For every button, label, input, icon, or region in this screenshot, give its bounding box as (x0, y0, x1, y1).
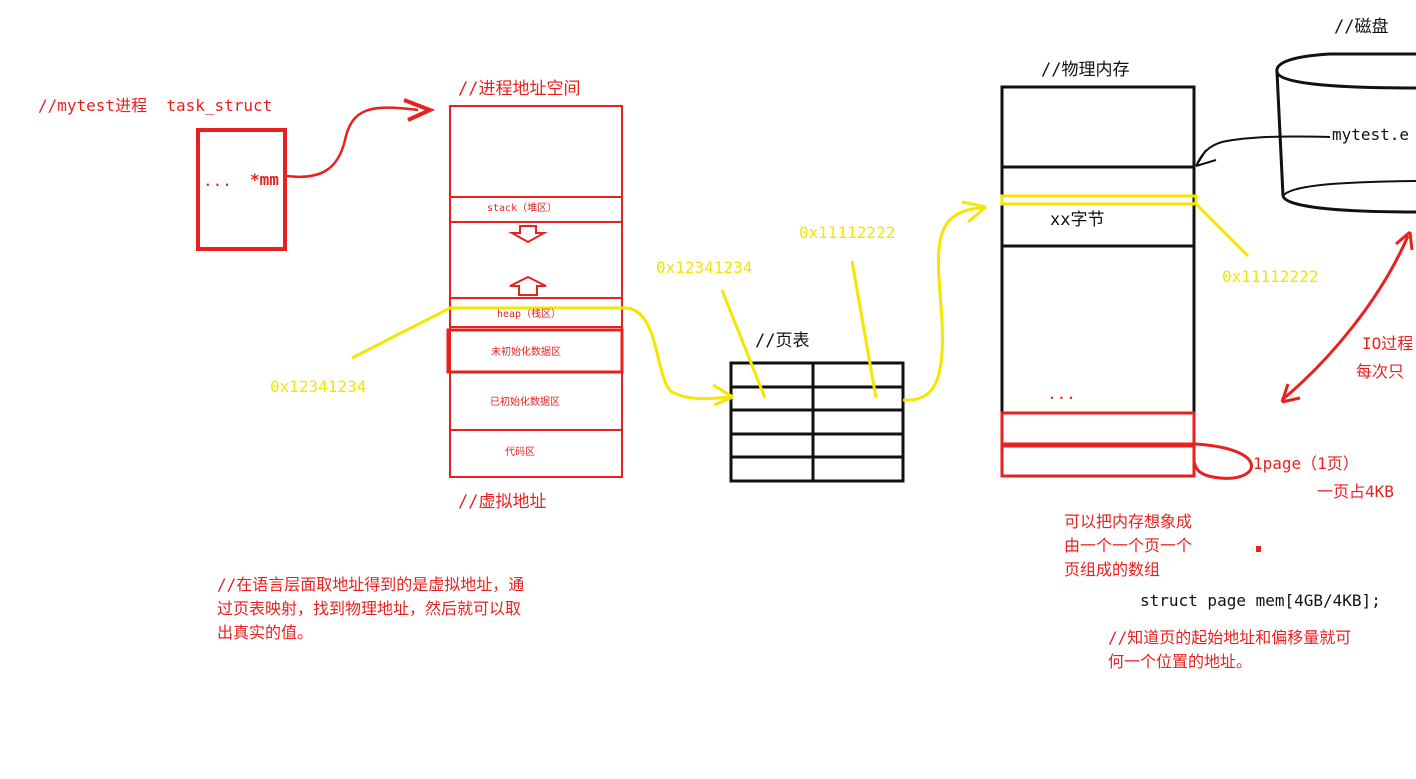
disk-title: //磁盘 (1334, 17, 1389, 37)
address-space-title: //进程地址空间 (458, 79, 581, 99)
stack-grow-down-icon (508, 225, 548, 244)
physical-address-tick-right (1192, 200, 1250, 258)
virtual-address-value-top: 0x12341234 (656, 258, 753, 277)
data-segment-label: 已初始化数据区 (490, 397, 560, 408)
physical-address-value-right: 0x11112222 (1222, 267, 1319, 286)
physical-memory-title: //物理内存 (1041, 60, 1130, 80)
virtual-address-pointer (351, 306, 734, 401)
bss-segment-label: 未初始化数据区 (491, 347, 561, 358)
address-space-column (449, 105, 623, 478)
mm-pointer-arrowhead (403, 98, 436, 122)
physical-page-box-1 (1000, 411, 1196, 446)
virtual-address-tick (720, 289, 767, 399)
heap-segment-label: heap（栈区） (497, 309, 562, 320)
mm-pointer-arrow (286, 106, 419, 179)
task-struct-dots: ... (203, 171, 232, 190)
io-label-line1: IO过程 (1362, 334, 1414, 353)
struct-page-code: struct page mem[4GB/4KB]; (1140, 591, 1381, 610)
page-loop-curve (1192, 442, 1253, 480)
offset-note: //知道页的起始地址和偏移量就可 何一个位置的地址。 (1108, 628, 1352, 671)
code-segment-label: 代码区 (505, 447, 535, 458)
memory-dots: ... (1047, 384, 1076, 403)
page-table-grid (729, 361, 905, 483)
physical-page-box-2 (1000, 444, 1196, 478)
io-label-line2: 每次只 (1356, 362, 1405, 381)
page-table-to-memory-pointer (902, 206, 984, 402)
task-struct-box (196, 128, 287, 251)
physical-address-value-top: 0x11112222 (799, 223, 896, 242)
io-double-arrow (1281, 235, 1410, 402)
virtual-address-value-left: 0x12341234 (270, 377, 367, 396)
load-from-disk-arrow (1196, 135, 1331, 165)
bss-segment-box (446, 328, 624, 374)
target-bytes-label: xx字节 (1050, 210, 1105, 230)
red-dot (1256, 546, 1261, 552)
virtual-address-note: //在语言层面取地址得到的是虚拟地址，通 过页表映射，找到物理地址，然后就可以取… (217, 575, 525, 642)
mm-field-label: *mm (250, 170, 279, 189)
physical-memory-column (1000, 85, 1196, 478)
page-size-label: 一页占4KB (1317, 482, 1394, 501)
target-bytes-highlight (1000, 194, 1198, 206)
disk-cylinder (1275, 52, 1416, 90)
physical-address-tick-left (850, 260, 878, 399)
page-label: 1page（1页） (1253, 454, 1359, 473)
page-table-title: //页表 (755, 331, 810, 351)
task-struct-label: //mytest进程 task_struct (38, 96, 273, 115)
stack-segment-label: stack（堆区） (487, 203, 558, 214)
heap-grow-up-icon (509, 275, 547, 296)
memory-array-note: 可以把内存想象成 由一个一个页一个 页组成的数组 (1064, 512, 1193, 579)
virtual-address-label: //虚拟地址 (458, 492, 547, 512)
disk-file-label: mytest.e (1332, 125, 1410, 144)
